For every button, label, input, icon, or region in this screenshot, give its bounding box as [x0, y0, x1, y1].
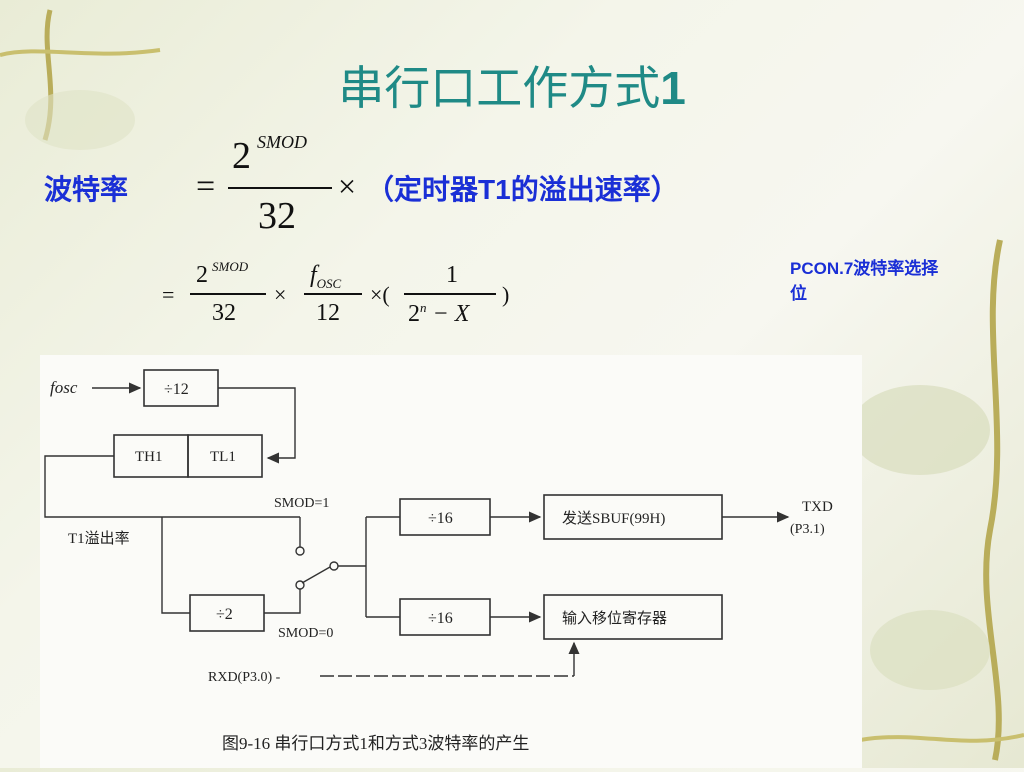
pcon-note: PCON.7波特率选择位 — [790, 259, 939, 303]
shift-register-label: 输入移位寄存器 — [562, 609, 667, 627]
vine-decoration-left — [0, 9, 161, 150]
eq1-equals: = — [196, 168, 216, 205]
th1-label: TH1 — [135, 449, 163, 465]
rxd-label: RXD(P3.0) - — [208, 670, 281, 685]
eq2-a-bar — [190, 293, 266, 295]
eq2-b-den: 12 — [316, 300, 340, 326]
eq2-b-bar — [304, 293, 362, 295]
eq2-equals: = — [162, 282, 175, 307]
eq1-fraction-bar — [228, 187, 332, 189]
eq2-times1: × — [274, 282, 287, 307]
shift-register-box — [543, 594, 723, 640]
smod0-label: SMOD=0 — [278, 626, 333, 641]
fosc-label: fosc — [50, 378, 78, 397]
div2-label: ÷2 — [216, 606, 233, 623]
eq1-num-exp: SMOD — [257, 132, 307, 152]
eq1-times: × — [338, 168, 357, 204]
eq2-a-num-base: 2 — [196, 262, 208, 288]
sbuf-label: 发送SBUF(99H) — [562, 510, 665, 527]
eq2-c-num: 1 — [446, 262, 458, 288]
div16-top-label: ÷16 — [428, 510, 453, 527]
tl1-box — [187, 434, 263, 478]
eq2-a-den: 32 — [212, 300, 236, 326]
eq1-num-base: 2 — [232, 135, 251, 177]
vine-decoration-right — [860, 239, 1024, 761]
eq2-a-num-exp: SMOD — [212, 259, 249, 274]
eq2-c-den: 2n − X — [408, 300, 470, 327]
eq1-timer-rate: （定时器T1的溢出速率） — [366, 173, 679, 206]
t1-rate-label: T1溢出率 — [68, 530, 130, 547]
eq2-times2: ×( — [370, 282, 390, 307]
tl1-label: TL1 — [210, 449, 236, 465]
eq2-c-bar — [404, 293, 496, 295]
smod1-label: SMOD=1 — [274, 496, 329, 511]
div12-label: ÷12 — [164, 381, 189, 398]
page-title: 串行口工作方式1 — [338, 61, 686, 115]
baud-rate-figure: fosc ÷12 TH1 TL1 T1溢出率 SMOD=1 ÷2 SMOD=0 — [40, 355, 862, 768]
txd-label: TXD — [802, 499, 833, 515]
figure-caption: 图9-16 串行口方式1和方式3波特率的产生 — [222, 734, 529, 753]
eq2-b-num: fOSC — [310, 262, 342, 291]
eq1-den: 32 — [258, 195, 296, 237]
eq2-close: ) — [502, 282, 510, 307]
baud-rate-label: 波特率 — [44, 173, 129, 206]
txd-pin-label: (P3.1) — [790, 522, 825, 537]
div16-bottom-label: ÷16 — [428, 610, 453, 627]
